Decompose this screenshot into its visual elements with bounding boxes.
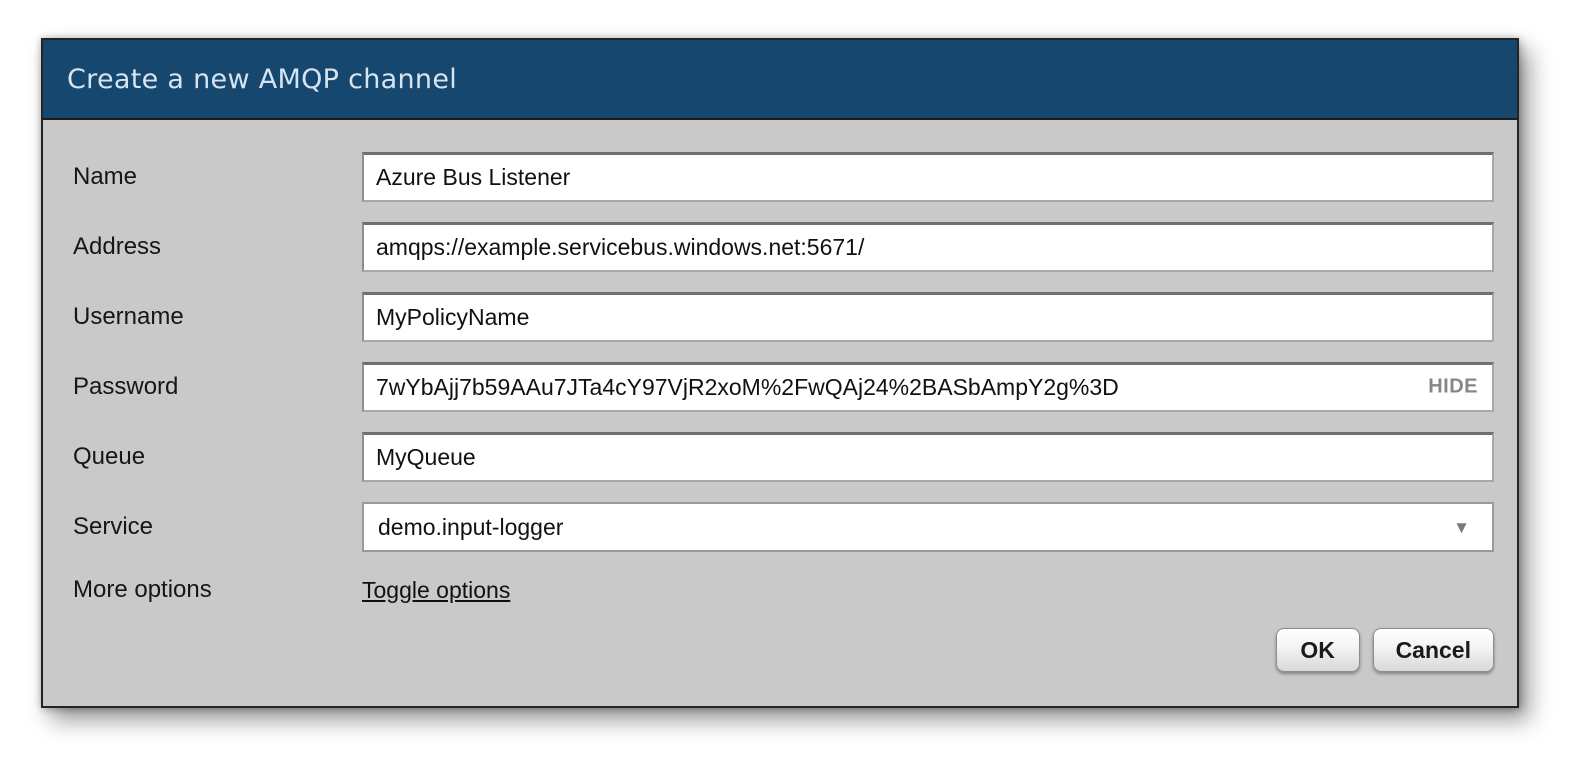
service-select[interactable]: demo.input-logger ▼: [362, 502, 1494, 552]
dialog-title: Create a new AMQP channel: [67, 63, 458, 95]
toggle-options-link[interactable]: Toggle options: [362, 576, 511, 603]
ok-button[interactable]: OK: [1275, 628, 1360, 672]
password-label: Password: [73, 373, 179, 400]
service-select-value: demo.input-logger: [378, 513, 564, 540]
username-input[interactable]: [362, 292, 1494, 342]
username-label: Username: [73, 303, 184, 330]
queue-field: [362, 432, 1494, 482]
dialog-body: Name Address Username Password: [43, 120, 1517, 704]
form-row-name: Name: [73, 152, 1494, 202]
password-field: HIDE: [362, 362, 1494, 412]
address-input[interactable]: [362, 222, 1494, 272]
address-field: [362, 222, 1494, 272]
dialog-header: Create a new AMQP channel: [43, 40, 1517, 120]
username-field: [362, 292, 1494, 342]
password-hide-toggle[interactable]: HIDE: [1428, 375, 1478, 398]
form-row-address: Address: [73, 222, 1494, 272]
form-row-password: Password HIDE: [73, 362, 1494, 412]
create-amqp-channel-dialog: Create a new AMQP channel Name Address U…: [41, 38, 1519, 708]
dropdown-arrow-icon: ▼: [1453, 517, 1470, 537]
form-row-more-options: More options Toggle options: [73, 572, 1494, 608]
cancel-button[interactable]: Cancel: [1372, 628, 1494, 672]
more-options-field: Toggle options: [362, 565, 1494, 615]
dialog-button-row: OK Cancel: [73, 628, 1494, 672]
more-options-label: More options: [73, 576, 212, 603]
name-field: [362, 152, 1494, 202]
service-field: demo.input-logger ▼: [362, 502, 1494, 552]
form-row-service: Service demo.input-logger ▼: [73, 502, 1494, 552]
queue-input[interactable]: [362, 432, 1494, 482]
form-row-queue: Queue: [73, 432, 1494, 482]
name-label: Name: [73, 163, 138, 190]
address-label: Address: [73, 233, 162, 260]
name-input[interactable]: [362, 152, 1494, 202]
service-label: Service: [73, 513, 154, 540]
password-input[interactable]: [362, 362, 1494, 412]
form-row-username: Username: [73, 292, 1494, 342]
queue-label: Queue: [73, 443, 146, 470]
